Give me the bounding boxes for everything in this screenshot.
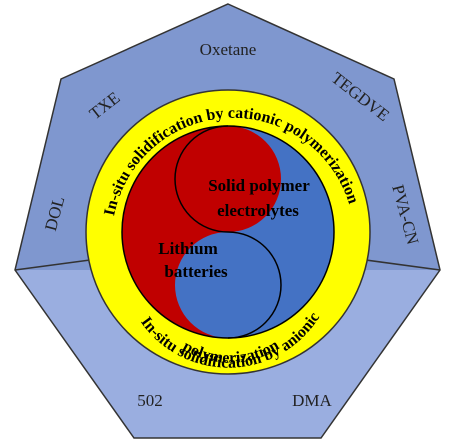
label-dma: DMA (292, 391, 332, 410)
spe-label-line1: Solid polymer (208, 176, 310, 195)
label-oxetane: Oxetane (200, 40, 257, 59)
core-s-curve (174, 125, 282, 339)
lib-label-line1: Lithium (158, 239, 218, 258)
label-502: 502 (137, 391, 163, 410)
heptagon-outline (14, 3, 441, 439)
core-outline (121, 125, 335, 339)
spe-label-line2: electrolytes (217, 201, 299, 220)
core-blue-half (175, 126, 334, 338)
lib-label-line2: batteries (164, 262, 228, 281)
yin-yang-core (121, 125, 335, 339)
